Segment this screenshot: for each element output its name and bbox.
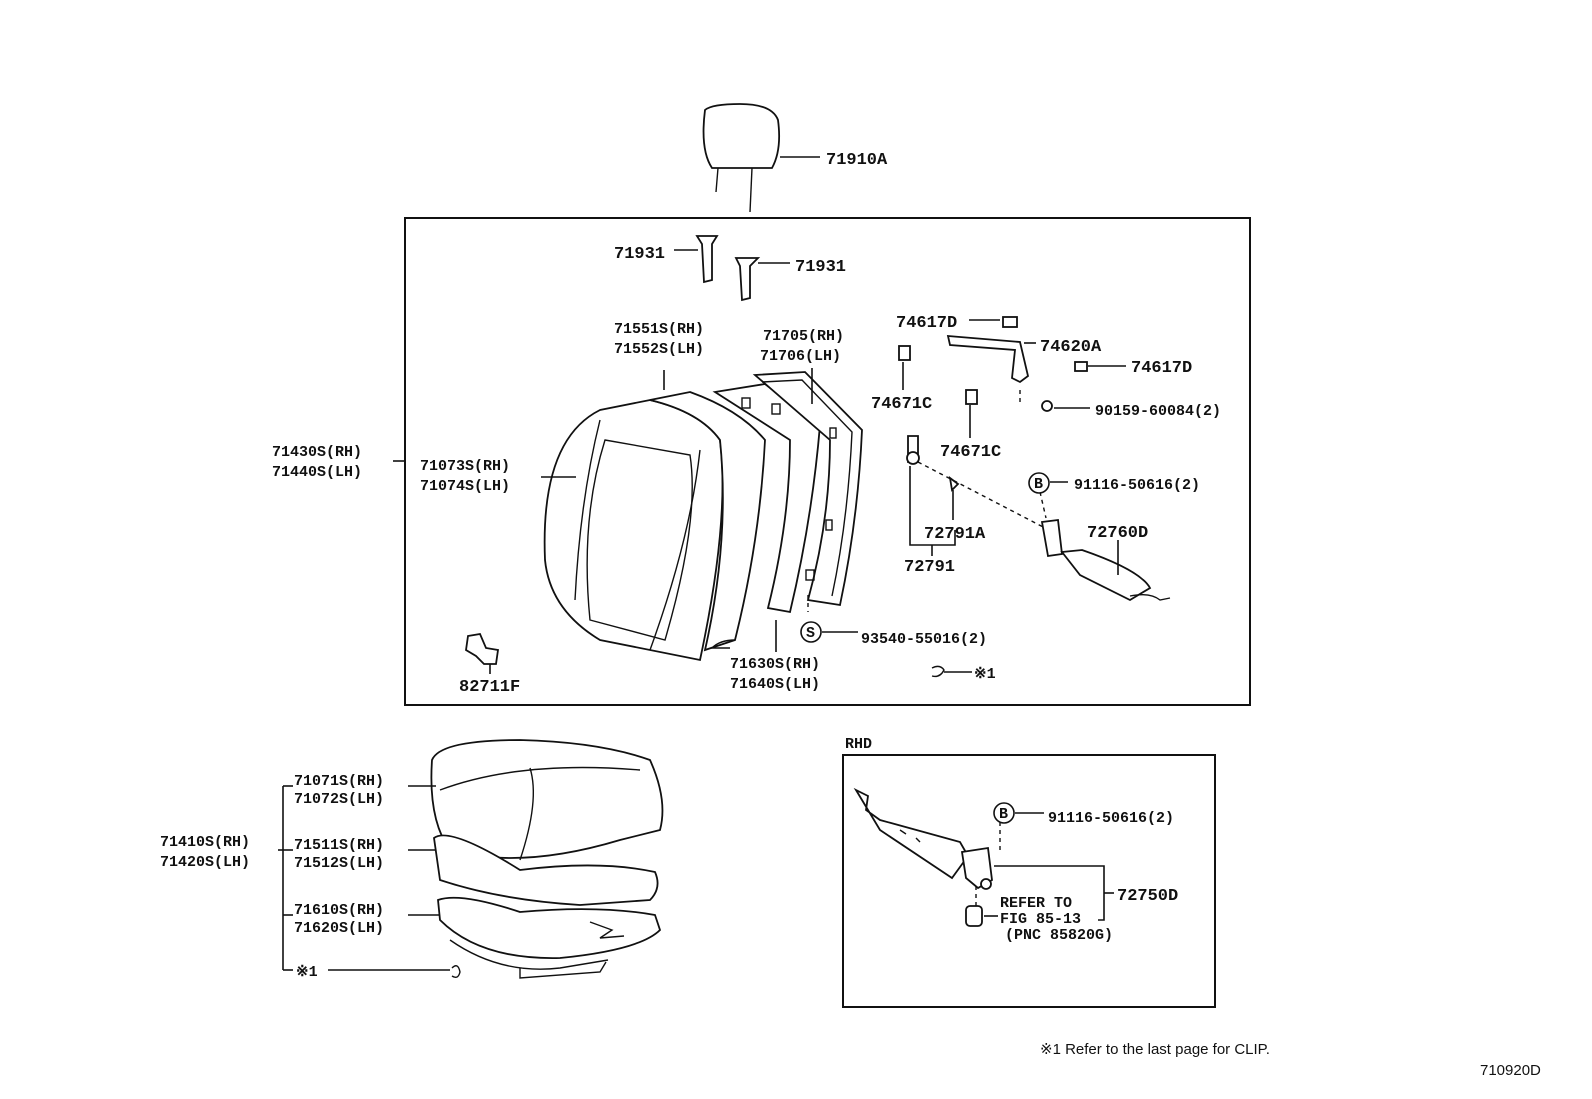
- label-support-b: 71931: [795, 258, 846, 277]
- label-clip-b: 74617D: [1131, 359, 1192, 378]
- label-rhd-lever: 72750D: [1117, 887, 1178, 906]
- label-cable-a: 72791A: [924, 525, 986, 544]
- label-pad-rh: 71630S(RH): [730, 656, 820, 673]
- cushion-leader-lines: [278, 785, 461, 979]
- label-hook: 82711F: [459, 678, 520, 697]
- bolt-b-part: [1028, 472, 1050, 494]
- label-cushion-cover-lh: 71072S(LH): [294, 791, 384, 808]
- label-cushion-assy-lh: 71420S(LH): [160, 854, 250, 871]
- headrest-part: [702, 103, 820, 213]
- label-back-cover2-rh: 71073S(RH): [420, 458, 510, 475]
- label-grommet-b: 74671C: [940, 443, 1001, 462]
- seatback-part: [393, 368, 863, 662]
- label-cushion-frame-rh: 71610S(RH): [294, 902, 384, 919]
- label-cushion-frame-lh: 71620S(LH): [294, 920, 384, 937]
- label-clip-a: 74617D: [896, 314, 957, 333]
- label-back-cover-rh: 71551S(RH): [614, 321, 704, 338]
- label-headrest: 71910A: [826, 151, 888, 170]
- label-screw: 90159-60084(2): [1095, 403, 1221, 420]
- label-back-assy-lh: 71440S(LH): [272, 464, 362, 481]
- seat-cushion-part: [430, 739, 664, 979]
- symbol-s: S: [806, 625, 815, 642]
- label-back-cover2-lh: 71074S(LH): [420, 478, 510, 495]
- label-back-assy-rh: 71430S(RH): [272, 444, 362, 461]
- label-grommet-a: 74671C: [871, 395, 932, 414]
- footnote: ※1 Refer to the last page for CLIP.: [1040, 1041, 1270, 1058]
- label-ref1: ※1: [974, 666, 996, 683]
- label-rhd-title: RHD: [845, 736, 872, 753]
- lever-mechanism-part: [898, 316, 1171, 602]
- label-frame-rh: 71705(RH): [763, 328, 844, 345]
- label-bolt-b: 91116-50616(2): [1074, 477, 1200, 494]
- label-cable: 72791: [904, 558, 955, 577]
- label-cushion-pad-lh: 71512S(LH): [294, 855, 384, 872]
- label-screw-s: 93540-55016(2): [861, 631, 987, 648]
- label-support-a: 71931: [614, 245, 665, 264]
- label-refer-3: (PNC 85820G): [1005, 927, 1113, 944]
- label-refer-1: REFER TO: [1000, 895, 1072, 912]
- label-cushion-assy-rh: 71410S(RH): [160, 834, 250, 851]
- screw-s-part: [800, 595, 858, 643]
- label-refer-2: FIG 85-13: [1000, 911, 1081, 928]
- clip-ref-part: [931, 665, 972, 678]
- label-ref1-b: ※1: [296, 964, 318, 981]
- symbol-b-2: B: [999, 806, 1008, 823]
- label-cushion-cover-rh: 71071S(RH): [294, 773, 384, 790]
- label-rhd-bolt: 91116-50616(2): [1048, 810, 1174, 827]
- symbol-b-1: B: [1034, 476, 1043, 493]
- label-frame-lh: 71706(LH): [760, 348, 841, 365]
- hook-part: [465, 632, 500, 674]
- label-bracket: 74620A: [1040, 338, 1102, 357]
- label-lever: 72760D: [1087, 524, 1148, 543]
- label-cushion-pad-rh: 71511S(RH): [294, 837, 384, 854]
- label-pad-lh: 71640S(LH): [730, 676, 820, 693]
- label-back-cover-lh: 71552S(LH): [614, 341, 704, 358]
- rhd-group-box: [842, 754, 1216, 1008]
- diagram-code: 710920D: [1480, 1062, 1541, 1079]
- rhd-lever-part: [853, 787, 1114, 927]
- headrest-support-part: [674, 235, 790, 302]
